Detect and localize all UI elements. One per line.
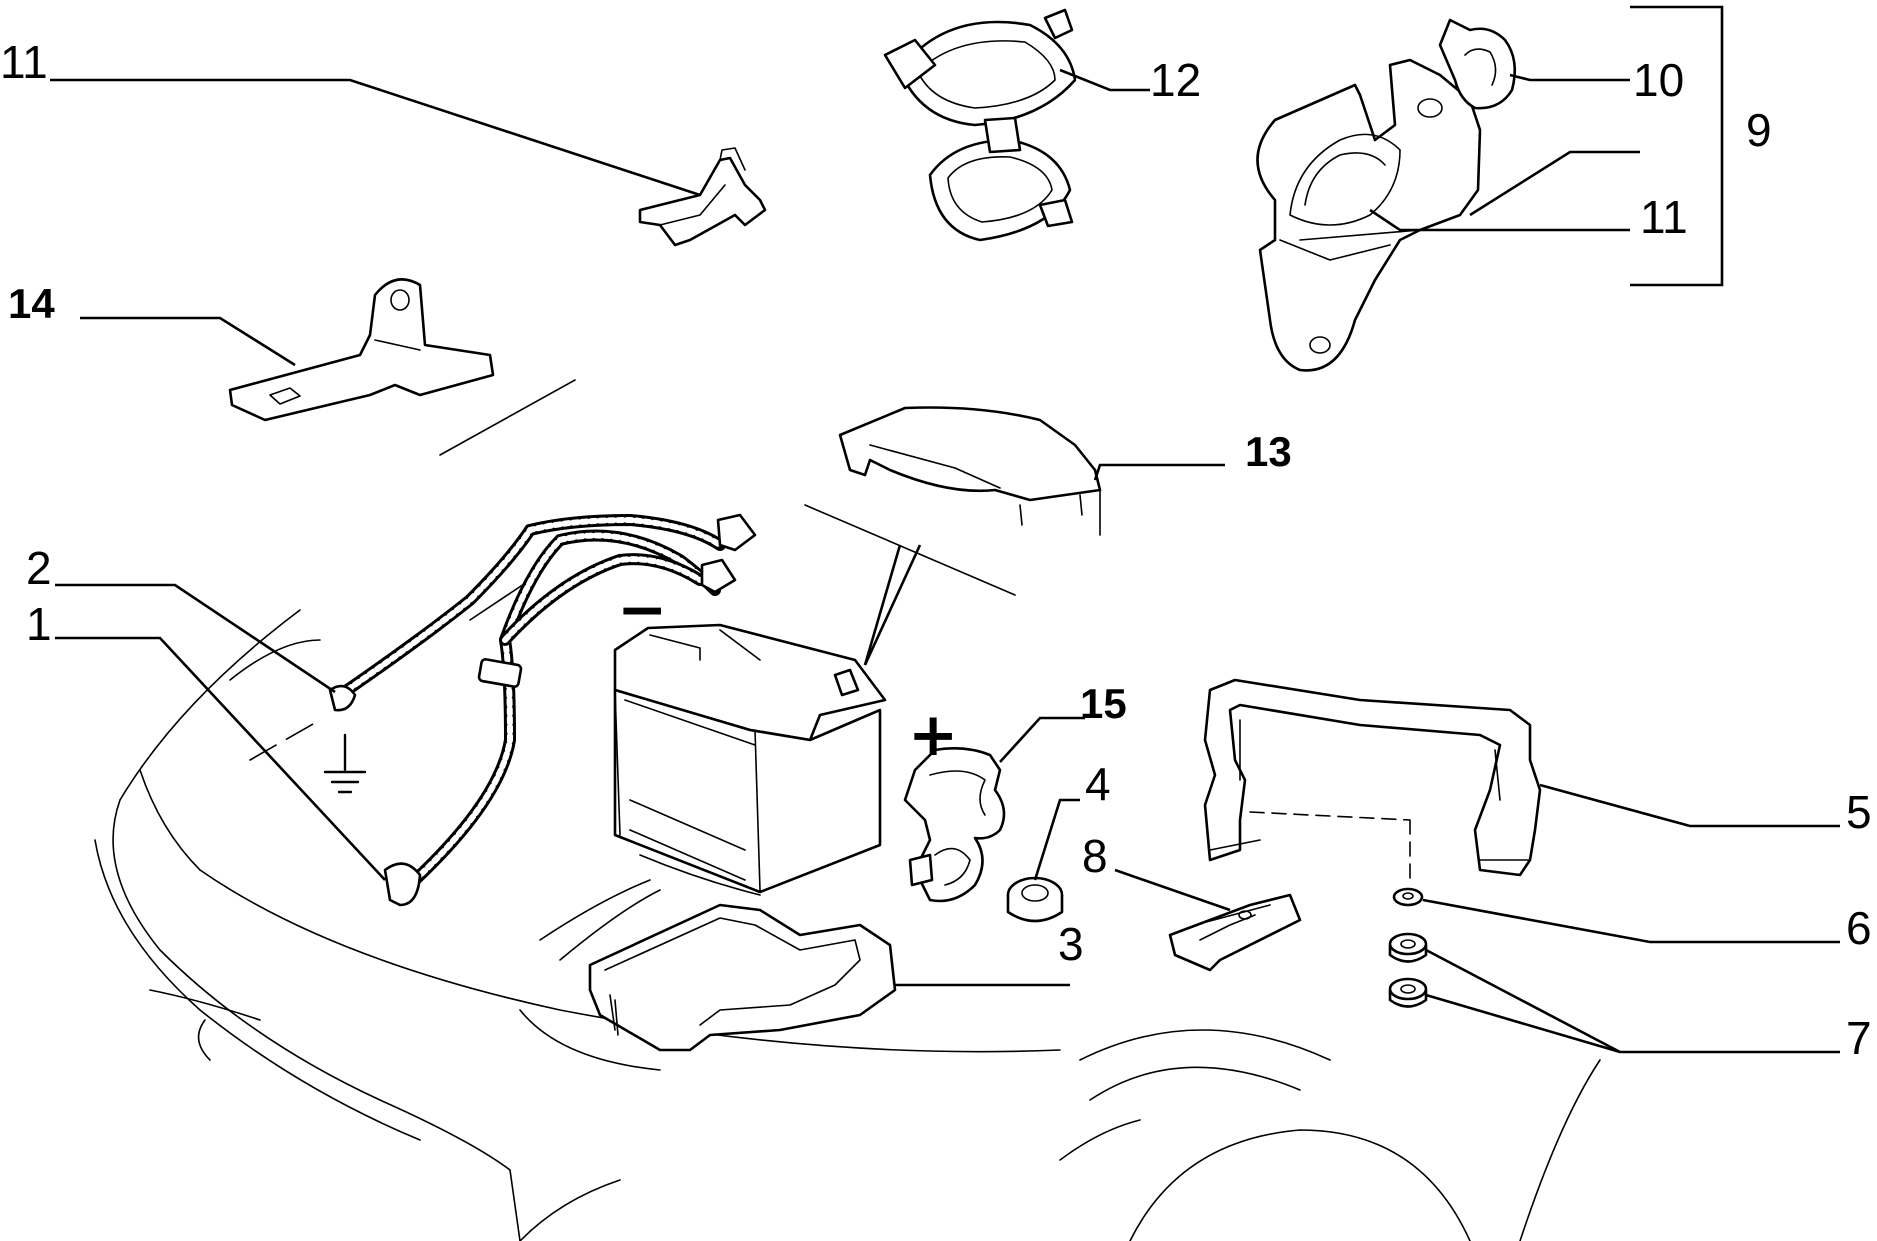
ground-symbol-icon	[323, 733, 367, 794]
negative-terminal-symbol: −	[617, 575, 667, 645]
callout-6: 6	[1846, 902, 1872, 954]
callout-10: 10	[1633, 54, 1684, 106]
callout-4: 4	[1085, 758, 1111, 810]
callout-7: 7	[1846, 1012, 1872, 1064]
cover-part-13	[838, 406, 1102, 536]
callout-15: 15	[1080, 680, 1127, 727]
terminal-clamp-part-10	[1438, 18, 1517, 110]
positive-terminal-symbol: +	[908, 700, 958, 770]
bracket-part-11	[638, 147, 767, 247]
terminal-clamp-part-15	[903, 747, 1006, 903]
hold-down-strap-part-5	[1203, 678, 1542, 881]
bushing-part-4	[1006, 876, 1064, 923]
callout-1: 1	[26, 598, 52, 650]
callout-14: 14	[8, 280, 55, 327]
callout-12: 12	[1150, 54, 1201, 106]
callout-2: 2	[26, 542, 52, 594]
car-body-outline	[94, 379, 1601, 1241]
nut-part-7-lower	[1388, 977, 1428, 1008]
bracket-part-14	[228, 278, 495, 422]
callout-11-right: 11	[1640, 191, 1688, 243]
battery-tray-part-3	[588, 903, 897, 1052]
callout-8: 8	[1082, 830, 1108, 882]
nut-part-7-upper	[1388, 932, 1428, 963]
battery-cable-harness	[328, 513, 757, 907]
callout-9: 9	[1746, 104, 1772, 156]
terminal-bracket-part-9	[1256, 58, 1482, 372]
clamp-part-12	[883, 8, 1077, 242]
callout-13: 13	[1245, 428, 1292, 475]
leader-lines	[50, 5, 1840, 1054]
callout-5: 5	[1846, 786, 1872, 838]
clamp-block-part-8	[1168, 893, 1302, 972]
washer-part-6	[1392, 887, 1424, 907]
callout-11-top-left: 11	[0, 36, 48, 88]
callout-labels: 11 12 10 9 11 14 13 2 1 15 4 8 3 5 6 7	[0, 36, 1872, 1064]
callout-3: 3	[1058, 918, 1084, 970]
battery	[613, 623, 887, 896]
